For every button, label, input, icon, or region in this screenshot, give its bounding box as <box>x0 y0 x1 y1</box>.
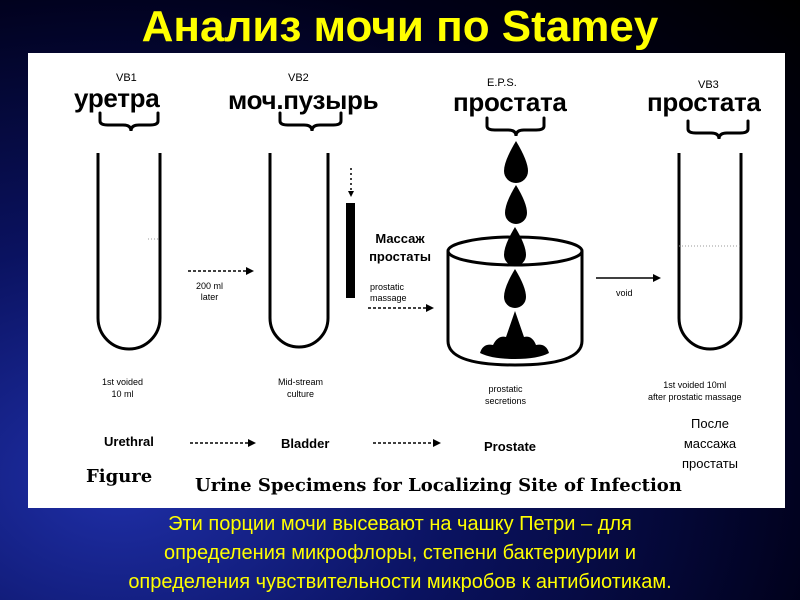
brace-vb3 <box>686 119 750 140</box>
bottom-line-3: определения чувствительности микробов к … <box>128 571 672 593</box>
arrow-step3-caption: void <box>616 288 633 298</box>
category-bladder: Bladder <box>281 436 330 451</box>
bottom-line-2: определения микрофлоры, степени бактериу… <box>163 542 637 564</box>
midstream-arrowhead <box>348 191 354 197</box>
specimen-code-eps: E.P.S. <box>487 77 517 89</box>
drop-4 <box>504 269 526 308</box>
brace-vb2 <box>278 111 343 132</box>
tube-vb1 <box>96 153 162 351</box>
diagram-drawing <box>96 111 750 447</box>
tube-vb2 <box>268 153 330 349</box>
organ-label-vb1: уретра <box>74 83 160 113</box>
slide-title: Анализ мочи по Stamey <box>141 2 659 51</box>
organ-label-vb2: моч.пузырь <box>228 85 379 115</box>
brace-vb1 <box>98 111 160 132</box>
brace-eps <box>485 116 546 137</box>
specimen-code-vb3: VB3 <box>698 79 719 91</box>
drop-2 <box>505 185 527 224</box>
figure-caption-prefix: Figure <box>86 466 153 487</box>
figure-caption-text: Urine Specimens for Localizing Site of I… <box>195 475 682 496</box>
specimen-code-vb2: VB2 <box>288 72 309 84</box>
organ-label-vb3: простата <box>647 87 761 117</box>
category-urethral: Urethral <box>104 434 154 449</box>
arrowhead-step2 <box>426 304 434 312</box>
secretion-puddle <box>480 311 549 359</box>
arrowhead-category-1 <box>248 439 256 447</box>
arrowhead-step1 <box>246 267 254 275</box>
midstream-bar <box>346 203 355 298</box>
organ-label-eps: простата <box>453 87 567 117</box>
category-prostate: Prostate <box>484 439 537 454</box>
bottom-description: Эти порции мочи высевают на чашку Петри … <box>0 510 800 597</box>
drop-1 <box>504 141 528 183</box>
cup-body <box>446 251 584 367</box>
drop-3 <box>504 227 526 266</box>
diagram-panel: VB1 VB2 E.P.S. VB3 уретра моч.пузырь про… <box>28 53 785 508</box>
tube-vb3 <box>677 153 743 351</box>
bottom-line-1: Эти порции мочи высевают на чашку Петри … <box>168 513 632 535</box>
specimen-code-vb1: VB1 <box>116 72 137 84</box>
arrowhead-category-2 <box>433 439 441 447</box>
arrowhead-step3 <box>653 274 661 282</box>
